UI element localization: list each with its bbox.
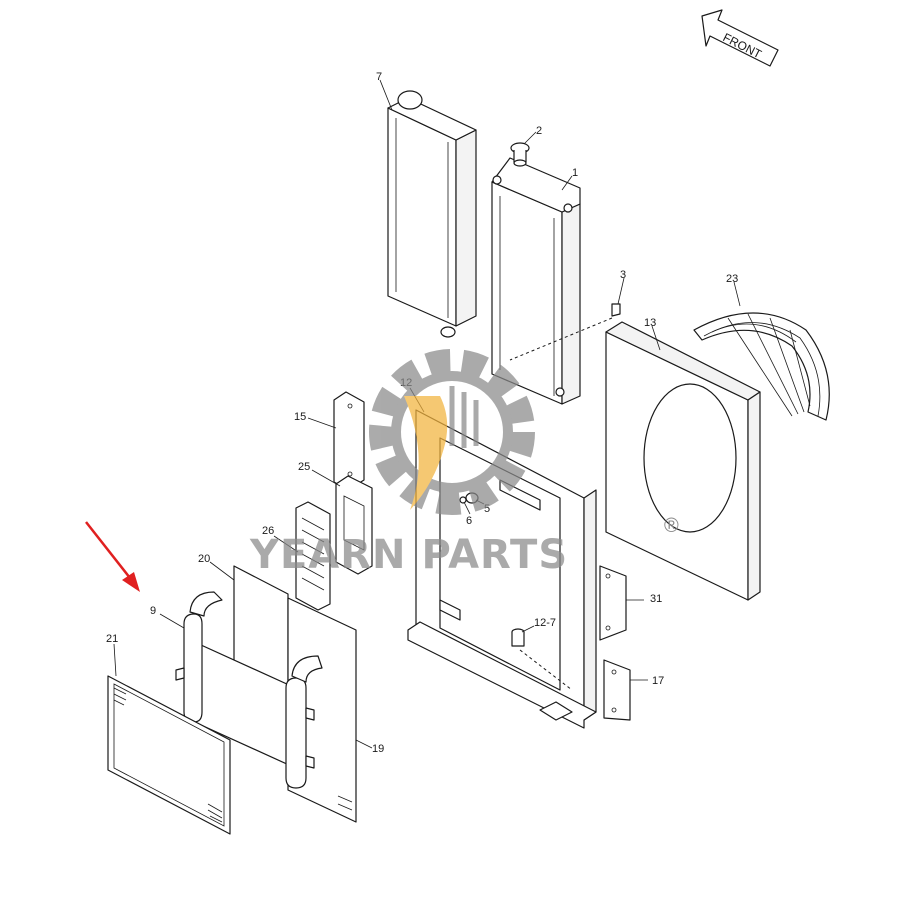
part-21-grille (107, 675, 231, 835)
part-13-fan-shroud (605, 321, 761, 601)
part-31-side-plate (599, 565, 627, 641)
label-23: 23 (726, 273, 738, 285)
label-20: 20 (198, 553, 210, 565)
label-6: 6 (466, 515, 472, 527)
label-7: 7 (376, 71, 382, 83)
label-3: 3 (620, 269, 626, 281)
part-3-clip (611, 303, 621, 317)
part-25-bracket (335, 475, 373, 575)
label-26: 26 (262, 525, 274, 537)
label-9: 9 (150, 605, 156, 617)
front-arrow-icon: FRONT (701, 9, 779, 67)
label-5: 5 (484, 503, 490, 515)
label-1: 1 (572, 167, 578, 179)
part-9-intercooler (175, 591, 323, 789)
label-12-7: 12-7 (534, 617, 556, 629)
label-2: 2 (536, 125, 542, 137)
part-6-washer (459, 496, 467, 504)
part-7-oil-cooler (387, 90, 477, 338)
watermark-gear-icon (369, 349, 535, 515)
part-1-radiator (491, 157, 581, 405)
label-17: 17 (652, 675, 664, 687)
label-15: 15 (294, 411, 306, 423)
label-19: 19 (372, 743, 384, 755)
label-21: 21 (106, 633, 118, 645)
part-2-radiator-cap (510, 142, 530, 167)
part-15-cover-plate (333, 391, 365, 491)
label-31: 31 (650, 593, 662, 605)
highlight-arrow-icon (85, 521, 140, 592)
part-17-side-plate (603, 659, 631, 721)
label-13: 13 (644, 317, 656, 329)
part-23-fan-guard (693, 312, 830, 421)
watermark-registered-mark: ® (664, 515, 679, 537)
watermark-brand: YEARN PARTS (249, 532, 568, 578)
part-12-7-bushing (511, 628, 525, 647)
part-26-fuel-cooler (295, 501, 331, 611)
label-25: 25 (298, 461, 310, 473)
